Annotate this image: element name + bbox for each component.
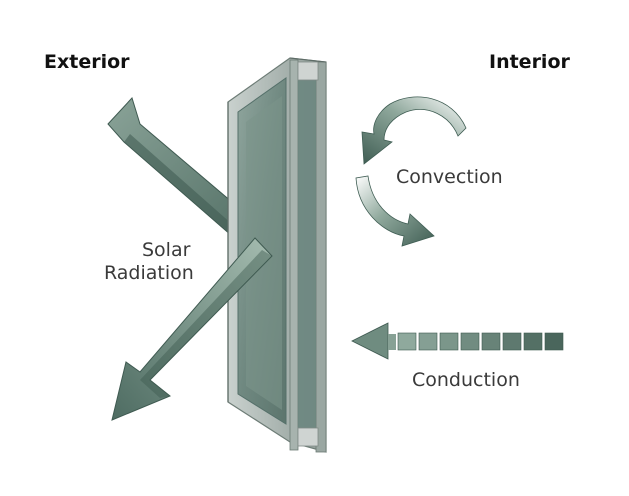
exterior-label: Exterior (44, 51, 130, 73)
solar-reflected-arrow (111, 237, 273, 421)
conduction-arrow (351, 322, 564, 360)
conduction-block (418, 332, 438, 351)
convection-label: Convection (396, 166, 503, 188)
conduction-block (460, 332, 480, 351)
solar-label-line1: Solar (142, 239, 191, 261)
solar-label-line2: Radiation (104, 262, 194, 284)
convection-bottom-arrow (355, 175, 435, 247)
convection-top-arrow (361, 96, 467, 165)
solar-incoming-arrow-shade (124, 134, 272, 256)
conduction-block (523, 332, 543, 351)
conduction-block (481, 332, 501, 351)
conduction-block (397, 332, 417, 351)
spacer-top (297, 61, 319, 81)
spacer-bottom (297, 427, 319, 447)
conduction-block (439, 332, 459, 351)
conduction-block (544, 332, 564, 351)
interior-label: Interior (489, 51, 571, 73)
solar-reflected-arrow-shade (140, 250, 272, 398)
conduction-label: Conduction (412, 369, 520, 391)
conduction-block (502, 332, 522, 351)
